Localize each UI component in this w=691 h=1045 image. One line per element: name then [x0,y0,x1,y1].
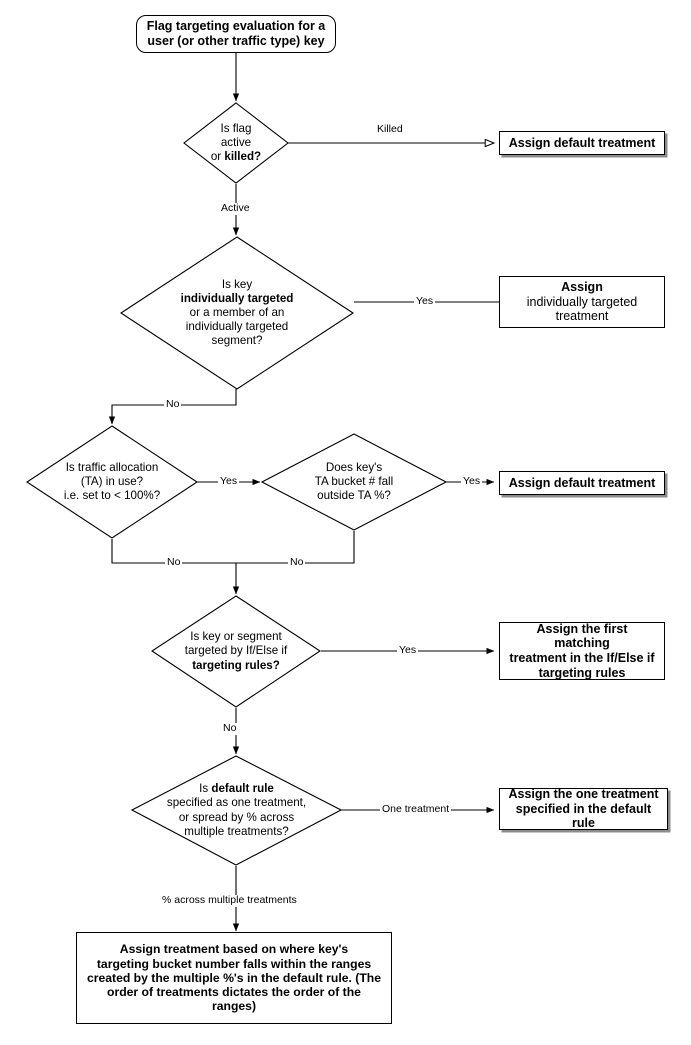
box-ait-line-2: individually targeted [526,294,638,309]
dit-line-5: segment? [211,334,263,348]
edge-label-killed: Killed [375,123,405,136]
decision-flag-label: Is flag active or killed? [211,122,261,164]
edge-label-one-treatment: One treatment [380,803,452,816]
box-abr-line-4: order of treatments dictates the order o… [107,985,361,1014]
ddr-line-4: multiple treatments? [184,824,289,838]
ddr-line-1-bold: default rule [211,782,274,796]
edge-label-yes-individually-targeted: Yes [414,295,436,308]
start-terminator[interactable]: Flag targeting evaluation for a user (or… [136,15,336,53]
diamond-shape [261,433,447,531]
diamond-shape [151,595,321,708]
box-assign-one-treatment[interactable]: Assign the one treatment specified in th… [499,787,668,831]
dtb-line-1: Does key's [325,460,383,474]
decision-flag-line-3-plain: or [210,150,225,164]
ddr-line-1-plain: Is [199,782,212,796]
edge-label-no-traffic-allocation: No [165,556,183,569]
decision-default-rule-label: Is default rule specified as one treatme… [167,782,306,839]
dta-line-2: (TA) in use? [80,474,144,488]
decision-ta-bucket-label: Does key's TA bucket # fall outside TA %… [315,461,393,503]
ddr-line-2: specified as one treatment, [166,796,307,810]
box-afm-line-3: targeting rules [538,665,626,680]
die-line-1: Is key or segment [190,630,282,644]
box-afm-line-1: Assign the first matching [536,621,628,651]
dit-line-3: or a member of an [189,305,285,319]
decision-individually-targeted[interactable]: Is key individually targeted or a member… [120,236,354,390]
die-line-2: targeted by If/Else if [184,644,288,658]
box-aot-line-1: Assign the one treatment [508,787,659,802]
dit-line-2: individually targeted [180,291,294,305]
dtb-line-2: TA bucket # fall [314,474,394,488]
box-assign-first-matching-treatment[interactable]: Assign the first matching treatment in t… [499,622,665,680]
box-abr-label: Assign treatment based on where key's ta… [84,942,384,1013]
box-assign-individually-targeted-treatment[interactable]: Assign individually targeted treatment [499,276,665,328]
box-afm-label: Assign the first matching treatment in t… [507,622,657,681]
box-assign-default-1-label: Assign default treatment [508,135,656,150]
box-assign-treatment-by-ranges[interactable]: Assign treatment based on where key's ta… [76,932,392,1024]
dit-line-1: Is key [221,277,253,291]
decision-if-else-label: Is key or segment targeted by If/Else if… [185,630,287,672]
box-assign-default-treatment-1[interactable]: Assign default treatment [499,131,665,155]
start-terminator-label: Flag targeting evaluation for a user (or… [147,19,326,48]
box-abr-line-3: created by the multiple %'s in the defau… [86,970,382,985]
die-line-3: targeting rules? [192,658,280,672]
diamond-shape [26,425,198,539]
dit-line-4: individually targeted [185,320,289,334]
dta-line-1: Is traffic allocation [65,460,159,474]
edge-label-no-ta-bucket: No [288,556,306,569]
box-ait-line-1: Assign [561,280,603,295]
diamond-shape [120,236,354,390]
decision-flag-active-or-killed[interactable]: Is flag active or killed? [183,102,289,184]
dta-line-3: i.e. set to < 100%? [63,489,161,503]
edge-label-yes-traffic-allocation: Yes [218,475,240,488]
edge-label-no-if-else: No [221,722,239,735]
box-assign-default-treatment-2[interactable]: Assign default treatment [499,471,665,495]
decision-individually-targeted-label: Is key individually targeted or a member… [181,278,294,349]
box-aot-line-2: specified in the default rule [515,801,652,831]
decision-traffic-allocation-label: Is traffic allocation (TA) in use? i.e. … [64,461,160,503]
box-assign-default-2-label: Assign default treatment [508,475,656,490]
edge-label-yes-if-else: Yes [397,644,419,657]
decision-traffic-allocation[interactable]: Is traffic allocation (TA) in use? i.e. … [26,425,198,539]
decision-flag-line-1: Is flag [220,121,252,135]
decision-ta-bucket-outside[interactable]: Does key's TA bucket # fall outside TA %… [261,433,447,531]
ddr-line-3: or spread by % across [178,810,295,824]
diamond-shape [131,755,342,866]
decision-default-rule-spec[interactable]: Is default rule specified as one treatme… [131,755,342,866]
box-ait-label: Assign individually targeted treatment [527,280,638,324]
decision-flag-line-3-bold: killed? [224,150,262,164]
box-ait-line-3: treatment [555,309,609,324]
start-line-2: user (or other traffic type) key [147,34,325,48]
edge-label-active: Active [219,202,252,215]
decision-flag-line-2: active [220,135,252,149]
dtb-line-3: outside TA %? [317,489,391,503]
box-abr-line-1: Assign treatment based on where key's [119,942,349,957]
edge-label-percent-across-multiple: % across multiple treatments [160,894,299,907]
start-line-1: Flag targeting evaluation for a [146,19,326,34]
box-abr-line-2: targeting bucket number falls within the… [96,956,372,971]
box-afm-line-2: treatment in the If/Else if [509,651,655,665]
box-aot-label: Assign the one treatment specified in th… [507,787,660,831]
decision-if-else-targeting-rules[interactable]: Is key or segment targeted by If/Else if… [151,595,321,708]
edge-label-yes-ta-bucket: Yes [461,475,483,488]
diamond-shape [183,102,289,184]
edge-label-no-individually-targeted: No [164,398,182,411]
